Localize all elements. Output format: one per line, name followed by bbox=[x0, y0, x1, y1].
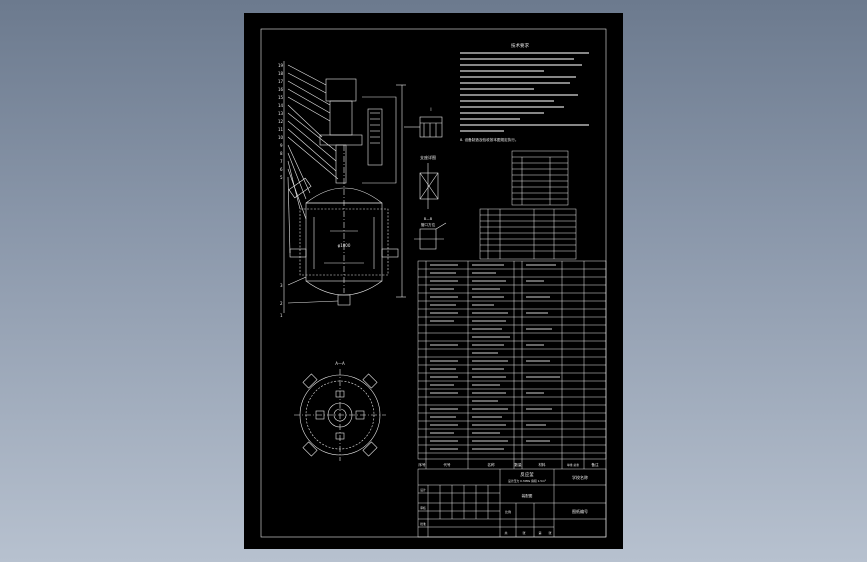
svg-text:11: 11 bbox=[278, 127, 284, 132]
header-weight: 单重 总重 bbox=[567, 463, 579, 467]
main-title: 反应釜 bbox=[520, 471, 534, 478]
reducer bbox=[329, 100, 353, 136]
top-lug-3 bbox=[302, 441, 318, 457]
detail-view-i bbox=[404, 116, 443, 138]
vessel-front-view bbox=[283, 61, 406, 313]
svg-text:19: 19 bbox=[278, 63, 284, 68]
bottom-outlet bbox=[337, 294, 351, 306]
side-box bbox=[367, 108, 383, 166]
nozzle-title: 支座详图 bbox=[420, 154, 436, 160]
lug-left bbox=[289, 248, 307, 258]
shaft-seal bbox=[335, 144, 347, 184]
top-lug-2 bbox=[362, 373, 378, 389]
notes-final-line: 8. 设备制造及验收按本图规定执行。 bbox=[460, 137, 518, 142]
approve-label: 批准 bbox=[420, 522, 426, 526]
design-data-table bbox=[511, 150, 569, 206]
unit-3: 第 bbox=[538, 530, 541, 535]
pipe-title: B—B bbox=[424, 217, 433, 221]
header-material: 材料 bbox=[538, 462, 546, 467]
svg-text:12: 12 bbox=[278, 119, 284, 124]
svg-text:10: 10 bbox=[278, 135, 284, 140]
inner-frame bbox=[260, 28, 607, 538]
header-name: 名称 bbox=[487, 462, 495, 467]
top-view-title: A—A bbox=[335, 361, 345, 366]
detail-pipe bbox=[414, 222, 447, 250]
notes-lines bbox=[460, 52, 589, 132]
top-lug-4 bbox=[362, 441, 378, 457]
lug-right bbox=[381, 248, 399, 258]
part-balloons: 19 18 17 16 15 14 13 12 11 10 9 8 7 6 5 3 2 1 bbox=[278, 63, 284, 318]
check-label: 审核 bbox=[420, 506, 426, 510]
svg-text:15: 15 bbox=[278, 95, 284, 100]
detail-title: I bbox=[430, 107, 431, 112]
sheet-no: 图纸编号 bbox=[572, 508, 588, 514]
upper-head bbox=[305, 187, 383, 204]
pipe-subtitle: 管口方位 bbox=[421, 222, 436, 227]
svg-text:9: 9 bbox=[280, 143, 283, 148]
motor bbox=[325, 78, 357, 102]
top-lug-1 bbox=[302, 373, 318, 389]
notes-title: 技术要求 bbox=[511, 42, 529, 49]
vessel-label: φ1000 bbox=[338, 243, 351, 248]
frame-right bbox=[362, 96, 397, 184]
svg-text:16: 16 bbox=[278, 87, 284, 92]
top-view bbox=[294, 369, 386, 461]
svg-text:14: 14 bbox=[278, 103, 284, 108]
nozzle-left bbox=[288, 177, 312, 199]
unit-4: 张 bbox=[548, 530, 551, 535]
svg-text:3: 3 bbox=[280, 283, 283, 288]
parts-rows-text bbox=[430, 264, 560, 450]
drawing-label: 装配图 bbox=[522, 493, 533, 498]
svg-text:7: 7 bbox=[280, 159, 283, 164]
scale-label: 比例 bbox=[505, 509, 511, 514]
header-code: 代号 bbox=[443, 462, 451, 467]
svg-text:1: 1 bbox=[280, 313, 283, 318]
svg-text:17: 17 bbox=[278, 79, 284, 84]
parts-header: 序号 代号 名称 数量 材料 单重 总重 备注 bbox=[418, 462, 599, 467]
subtitle: 设计压力 0.3MPa 容积 1.5m³ bbox=[508, 479, 546, 483]
svg-text:2: 2 bbox=[280, 301, 283, 306]
header-no: 序号 bbox=[418, 462, 426, 467]
design-label: 设计 bbox=[420, 488, 426, 492]
title-block bbox=[417, 468, 607, 538]
header-qty: 数量 bbox=[514, 462, 522, 467]
svg-text:18: 18 bbox=[278, 71, 284, 76]
detail-nozzle bbox=[419, 163, 439, 209]
unit-2: 张 bbox=[522, 530, 525, 535]
nozzle-table bbox=[479, 208, 577, 260]
header-remark: 备注 bbox=[591, 462, 599, 467]
company: 学校名称 bbox=[572, 474, 588, 480]
svg-text:13: 13 bbox=[278, 111, 284, 116]
svg-text:5: 5 bbox=[280, 175, 283, 180]
svg-text:8: 8 bbox=[280, 151, 283, 156]
unit-1: 共 bbox=[504, 530, 507, 535]
title-block-text: 反应釜 设计压力 0.3MPa 容积 1.5m³ 装配图 学校名称 图纸编号 比… bbox=[420, 471, 588, 535]
parts-list-table bbox=[417, 260, 607, 469]
svg-text:6: 6 bbox=[280, 167, 283, 172]
